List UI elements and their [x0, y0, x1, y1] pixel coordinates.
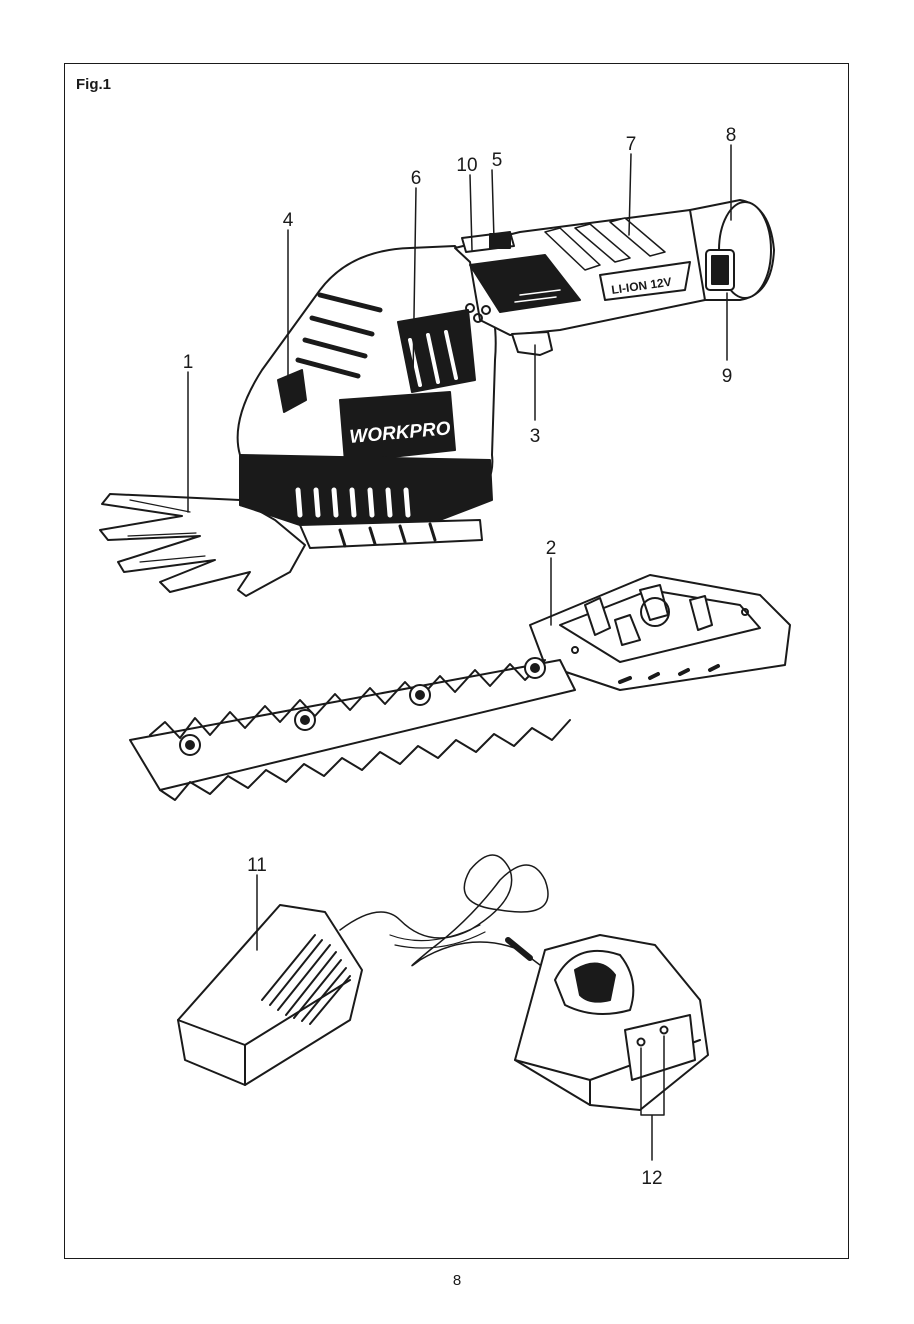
callout-4: 4: [283, 210, 294, 231]
callout-6: 6: [411, 168, 422, 189]
callout-10: 10: [456, 155, 477, 176]
callout-2: 2: [546, 538, 557, 559]
callout-7: 7: [626, 134, 637, 155]
callout-5: 5: [492, 150, 503, 171]
callout-8: 8: [726, 125, 737, 146]
hedge-blade-illustration: [130, 575, 790, 800]
callout-1: 1: [183, 352, 194, 373]
shear-tool-illustration: LI-ION 12V WORKPRO: [100, 200, 774, 596]
callout-9: 9: [722, 366, 733, 387]
callout-12: 12: [641, 1168, 662, 1189]
callout-11: 11: [247, 855, 267, 876]
callout-3: 3: [530, 426, 541, 447]
